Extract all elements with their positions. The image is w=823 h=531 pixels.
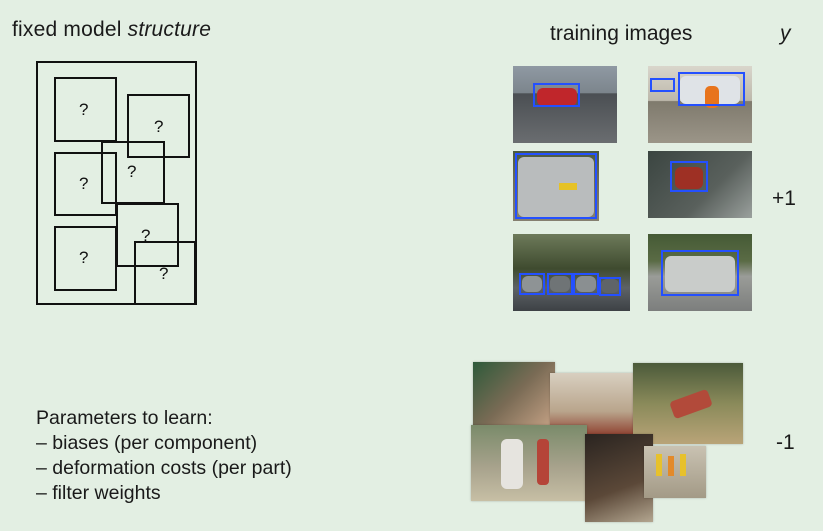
- person-shape: [705, 86, 719, 108]
- bottle-shape: [656, 454, 662, 476]
- positive-image-5: [513, 234, 630, 311]
- y-label: y: [780, 22, 791, 45]
- model-structure-title: fixed model structure: [12, 18, 211, 42]
- part-label-1: ?: [79, 100, 89, 119]
- part-box-2: [127, 94, 190, 158]
- positive-image-3: [513, 151, 599, 221]
- part-label-6: ?: [79, 248, 89, 267]
- wheelbarrow-shape: [669, 388, 713, 420]
- bottle-shape: [668, 456, 674, 476]
- parameters-list: Parameters to learn: – biases (per compo…: [36, 406, 292, 506]
- bounding-box: [650, 78, 675, 92]
- person-shape: [537, 439, 549, 485]
- part-label-4: ?: [127, 162, 137, 181]
- bounding-box: [519, 273, 545, 295]
- car-shape: [522, 276, 542, 292]
- negative-image-6: [644, 446, 706, 498]
- car-shape: [576, 276, 596, 292]
- car-shape: [550, 276, 570, 292]
- bounding-box: [547, 273, 573, 295]
- car-shape: [537, 88, 577, 106]
- bounding-box: [670, 161, 708, 192]
- part-label-2: ?: [154, 117, 164, 136]
- plate-shape: [559, 183, 577, 190]
- bounding-box: [661, 250, 739, 296]
- positive-image-4: [648, 151, 752, 218]
- parameters-heading: Parameters to learn:: [36, 407, 213, 429]
- positive-label: +1: [772, 187, 796, 210]
- negative-image-1: [473, 362, 555, 428]
- positive-image-2: [648, 66, 752, 143]
- title-emphasis: structure: [127, 18, 212, 41]
- part-box-7: [134, 241, 196, 305]
- part-box-3: [54, 152, 117, 216]
- bounding-box: [678, 72, 745, 106]
- part-label-5: ?: [141, 226, 151, 245]
- positive-image-1: [513, 66, 617, 143]
- part-box-1: [54, 77, 117, 142]
- bounding-box: [533, 83, 580, 107]
- part-label-7: ?: [159, 264, 169, 283]
- negative-label: -1: [776, 431, 795, 454]
- car-shape: [518, 157, 594, 217]
- parameter-item-deformation: – deformation costs (per part): [36, 457, 292, 479]
- car-shape: [675, 167, 703, 189]
- horse-shape: [501, 439, 523, 489]
- title-prefix: fixed model: [12, 18, 128, 41]
- root-filter-box: [36, 61, 197, 305]
- part-box-5: [116, 203, 179, 267]
- training-images-title: training images: [550, 22, 693, 45]
- bottle-shape: [680, 454, 686, 476]
- negative-image-4: [471, 425, 587, 501]
- car-shape: [601, 279, 619, 293]
- bounding-box: [599, 277, 621, 296]
- part-label-3: ?: [79, 174, 89, 193]
- bounding-box: [515, 153, 597, 219]
- part-box-6: [54, 226, 117, 291]
- car-shape: [665, 256, 735, 292]
- parameter-item-filters: – filter weights: [36, 482, 161, 504]
- parameter-item-biases: – biases (per component): [36, 432, 258, 454]
- bounding-box: [573, 273, 599, 295]
- negative-image-5: [585, 434, 653, 522]
- negative-image-3: [633, 363, 743, 444]
- positive-image-6: [648, 234, 752, 311]
